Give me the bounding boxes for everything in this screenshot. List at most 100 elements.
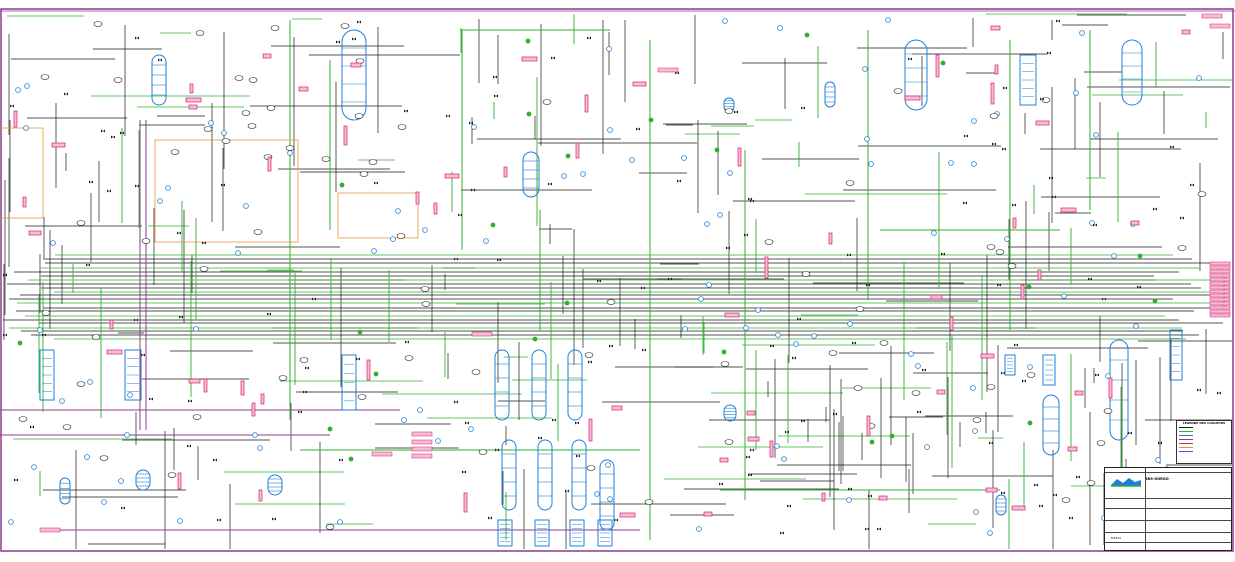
instrument-bubble	[862, 66, 868, 72]
valve-icon	[405, 340, 409, 344]
valve-icon	[614, 518, 618, 522]
valve-icon	[1001, 371, 1005, 375]
flow-indicator	[644, 499, 654, 505]
flow-indicator	[420, 286, 430, 292]
valve-icon	[744, 233, 748, 237]
valve-icon	[538, 436, 542, 440]
flow-indicator	[248, 77, 258, 83]
instrument-bubble	[698, 296, 704, 302]
utility-bubble	[339, 182, 345, 188]
instrument-tag	[904, 95, 921, 101]
instrument-tag	[1067, 446, 1078, 452]
flow-indicator	[471, 369, 481, 375]
vessel-shell	[571, 439, 587, 511]
flow-indicator	[421, 301, 431, 307]
flow-indicator	[1197, 191, 1207, 197]
flow-indicator	[340, 23, 350, 29]
instrument-bubble	[127, 392, 133, 398]
valve-icon	[964, 134, 968, 138]
exchanger-shell	[124, 349, 142, 401]
flow-indicator	[396, 233, 406, 239]
flow-indicator	[1103, 408, 1113, 414]
off-page-connector	[1209, 285, 1231, 290]
legend-entry	[1177, 445, 1231, 449]
valve-icon	[493, 75, 497, 79]
vessel-column	[599, 459, 615, 531]
off-page-connector	[1209, 261, 1231, 266]
valve-icon	[922, 368, 926, 372]
instrument-bubble	[337, 519, 343, 525]
vessel-shell	[537, 439, 553, 511]
instrument-bubble	[781, 456, 787, 462]
instrument-bubble	[257, 445, 263, 451]
instrument-tag	[177, 472, 182, 490]
off-page-connector	[1209, 269, 1231, 274]
instrument-bubble	[607, 496, 613, 502]
off-page-connector	[371, 451, 393, 457]
heat-exchanger	[569, 519, 585, 547]
vessel-shell	[824, 81, 836, 108]
instrument-tag	[22, 196, 27, 208]
instrument-tag	[1108, 377, 1113, 399]
off-page-connector	[1209, 293, 1231, 298]
valve-icon	[877, 527, 881, 531]
instrument-tag	[746, 410, 756, 416]
instrument-bubble	[580, 171, 586, 177]
instrument-tag	[262, 53, 272, 59]
instrument-bubble	[864, 136, 870, 142]
flow-indicator	[170, 149, 180, 155]
flow-indicator	[359, 171, 369, 177]
valve-icon	[1053, 493, 1057, 497]
instrument-bubble	[287, 150, 293, 156]
instrument-bubble	[165, 185, 171, 191]
instrument-bubble	[101, 499, 107, 505]
instrument-tag	[260, 393, 265, 405]
utility-bubble	[373, 371, 379, 377]
flow-indicator	[1177, 245, 1187, 251]
instrument-bubble	[84, 454, 90, 460]
instrument-tag	[719, 457, 729, 463]
legend-entry	[1177, 425, 1231, 429]
instrument-bubble	[561, 173, 567, 179]
instrument-bubble	[31, 464, 37, 470]
utility-bubble	[490, 222, 496, 228]
utility-bubble	[1152, 298, 1158, 304]
flow-indicator	[911, 390, 921, 396]
off-page-connector	[1209, 289, 1231, 294]
valve-icon	[1093, 223, 1097, 227]
valve-icon	[454, 400, 458, 404]
instrument-bubble	[743, 325, 749, 331]
exchanger-shell	[1169, 329, 1183, 381]
vessel-shell	[567, 349, 583, 421]
utility-lines	[9, 14, 1224, 549]
instrument-bubble	[811, 333, 817, 339]
valve-icon	[576, 454, 580, 458]
valve-icon	[1052, 195, 1056, 199]
valve-icon	[188, 399, 192, 403]
valve-icon	[42, 333, 46, 337]
valve-icon	[187, 444, 191, 448]
valve-icon	[64, 92, 68, 96]
valve-icon	[454, 257, 458, 261]
legend-swatch	[1179, 438, 1193, 440]
instrument-bubble	[606, 46, 612, 52]
flow-indicator	[93, 21, 103, 27]
flow-indicator	[357, 394, 367, 400]
valve-icon	[750, 448, 754, 452]
purple-lines	[0, 120, 640, 531]
flow-indicator	[478, 449, 488, 455]
valve-icon	[101, 129, 105, 133]
flow-indicator	[1086, 480, 1096, 486]
utility-bubble	[889, 433, 895, 439]
legend-swatch	[1179, 430, 1193, 432]
vessel-column	[904, 39, 928, 111]
valve-icon	[1047, 51, 1051, 55]
valve-icon	[1158, 441, 1162, 445]
title-block-rule-6	[1105, 542, 1231, 543]
valve-icon	[866, 283, 870, 287]
valve-icon	[1014, 343, 1018, 347]
exchanger-shell	[497, 519, 513, 547]
valve-icon	[636, 127, 640, 131]
instrument-bubble	[1079, 30, 1085, 36]
valve-icon	[1137, 285, 1141, 289]
